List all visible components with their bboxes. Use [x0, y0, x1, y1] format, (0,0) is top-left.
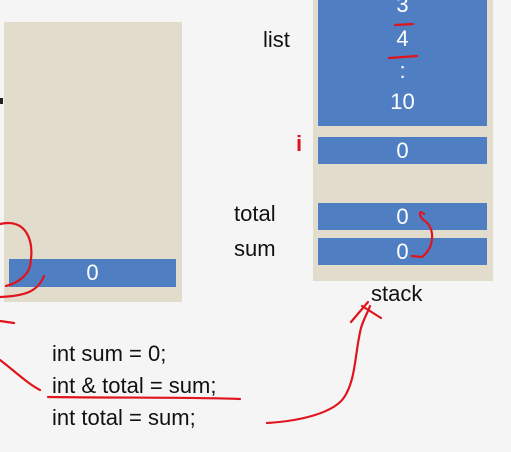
mark-left-tick — [0, 98, 3, 104]
left-memory-cell: 0 — [9, 259, 176, 287]
code-line-int-sum: int sum = 0; — [52, 341, 167, 366]
mark-arrow-x-1 — [349, 300, 370, 324]
list-value-3: 3 — [396, 0, 409, 17]
list-value-4: 4 — [396, 26, 409, 51]
list-ellipsis: : — [399, 58, 406, 83]
mark-left-dash — [0, 319, 16, 325]
total-cell: 0 — [318, 203, 487, 230]
left-memory-panel — [4, 22, 182, 302]
code-line-int-ref-total: int & total = sum; — [52, 373, 217, 398]
mark-arrow-to-stack — [265, 304, 372, 425]
mark-arrow-to-code — [0, 358, 42, 392]
i-cell: 0 — [318, 137, 487, 164]
sum-label: sum — [234, 236, 276, 261]
list-label: list — [263, 27, 290, 52]
sum-cell: 0 — [318, 238, 487, 265]
total-label: total — [234, 201, 276, 226]
code-line-int-total: int total = sum; — [52, 405, 196, 430]
i-label: i — [296, 131, 303, 156]
mark-arrow-x-2 — [360, 304, 383, 320]
stack-title: stack — [371, 281, 423, 306]
list-block: 3 4 : 10 — [318, 0, 487, 126]
list-value-10: 10 — [390, 89, 415, 114]
